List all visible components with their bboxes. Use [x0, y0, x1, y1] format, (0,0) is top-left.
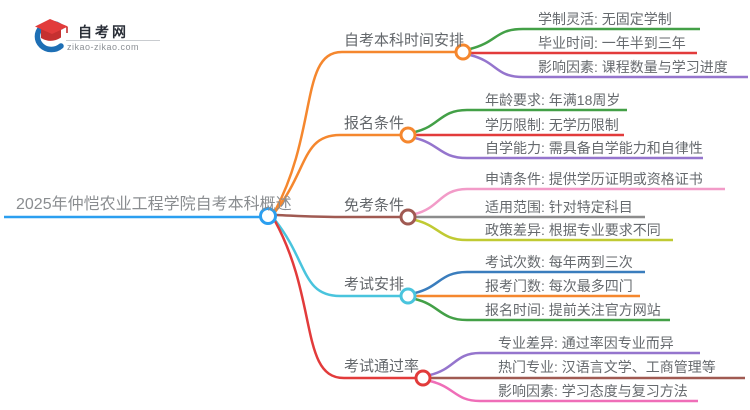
branch-node-1[interactable]	[399, 126, 417, 144]
root-node[interactable]	[259, 207, 277, 225]
branch-line-2	[275, 213, 401, 219]
child-line-0-2	[469, 53, 748, 79]
child-label-3-0[interactable]: 考试次数: 每年两到三次	[485, 254, 633, 270]
branch-line-1	[274, 133, 401, 213]
branch-label-passrate[interactable]: 考试通过率	[344, 358, 420, 375]
child-line-4-0	[429, 351, 700, 377]
branch-node-4[interactable]	[414, 369, 432, 387]
child-label-2-0[interactable]: 申请条件: 提供学历证明或资格证书	[485, 171, 703, 187]
branch-label-schedule[interactable]: 考试安排	[344, 276, 405, 293]
branch-line-0	[273, 50, 456, 212]
child-line-1-2	[414, 136, 703, 160]
child-label-1-2[interactable]: 自学能力: 需具备自学能力和自律性	[485, 140, 703, 156]
child-label-2-1[interactable]: 适用范围: 针对特定科目	[485, 199, 633, 215]
branch-line-4	[273, 220, 416, 380]
child-label-3-2[interactable]: 报名时间: 提前关注官方网站	[485, 302, 661, 318]
child-line-2-2	[414, 218, 673, 242]
logo-divider	[66, 40, 160, 41]
child-line-1-0	[414, 108, 627, 134]
child-label-4-0[interactable]: 专业差异: 通过率因专业而异	[498, 335, 674, 351]
site-logo[interactable]: 自考网 zikao-zikao.com	[28, 16, 178, 56]
child-label-3-1[interactable]: 报考门数: 每次最多四门	[485, 278, 633, 294]
branch-node-0[interactable]	[454, 43, 472, 61]
branch-label-time[interactable]: 自考本科时间安排	[344, 32, 465, 49]
branch-node-3[interactable]	[399, 287, 417, 305]
child-line-2-0	[414, 187, 725, 216]
child-line-4-2	[429, 379, 698, 403]
child-label-0-0[interactable]: 学制灵活: 无固定学制	[538, 11, 672, 27]
child-label-4-2[interactable]: 影响因素: 学习态度与复习方法	[498, 383, 688, 399]
branch-line-3	[274, 219, 401, 298]
child-label-4-1[interactable]: 热门专业: 汉语言文学、工商管理等	[498, 359, 716, 375]
logo-subtitle: zikao-zikao.com	[67, 42, 140, 52]
child-line-3-0	[414, 270, 645, 295]
child-label-0-1[interactable]: 毕业时间: 一年半到三年	[538, 35, 686, 51]
child-label-2-2[interactable]: 政策差异: 根据专业要求不同	[485, 222, 661, 238]
branch-label-exemption[interactable]: 免考条件	[344, 197, 405, 214]
child-line-0-0	[469, 27, 700, 51]
root-topic-label[interactable]: 2025年仲恺农业工程学院自考本科概述	[16, 196, 292, 213]
logo-title: 自考网	[78, 24, 129, 40]
graduation-cap-icon	[34, 19, 68, 53]
child-label-0-2[interactable]: 影响因素: 课程数量与学习进度	[538, 59, 728, 75]
child-label-1-0[interactable]: 年龄要求: 年满18周岁	[485, 92, 621, 108]
child-label-1-1[interactable]: 学历限制: 无学历限制	[485, 117, 619, 133]
branch-node-2[interactable]	[399, 208, 417, 226]
branch-label-signup[interactable]: 报名条件	[344, 115, 405, 132]
child-line-3-2	[414, 297, 670, 322]
